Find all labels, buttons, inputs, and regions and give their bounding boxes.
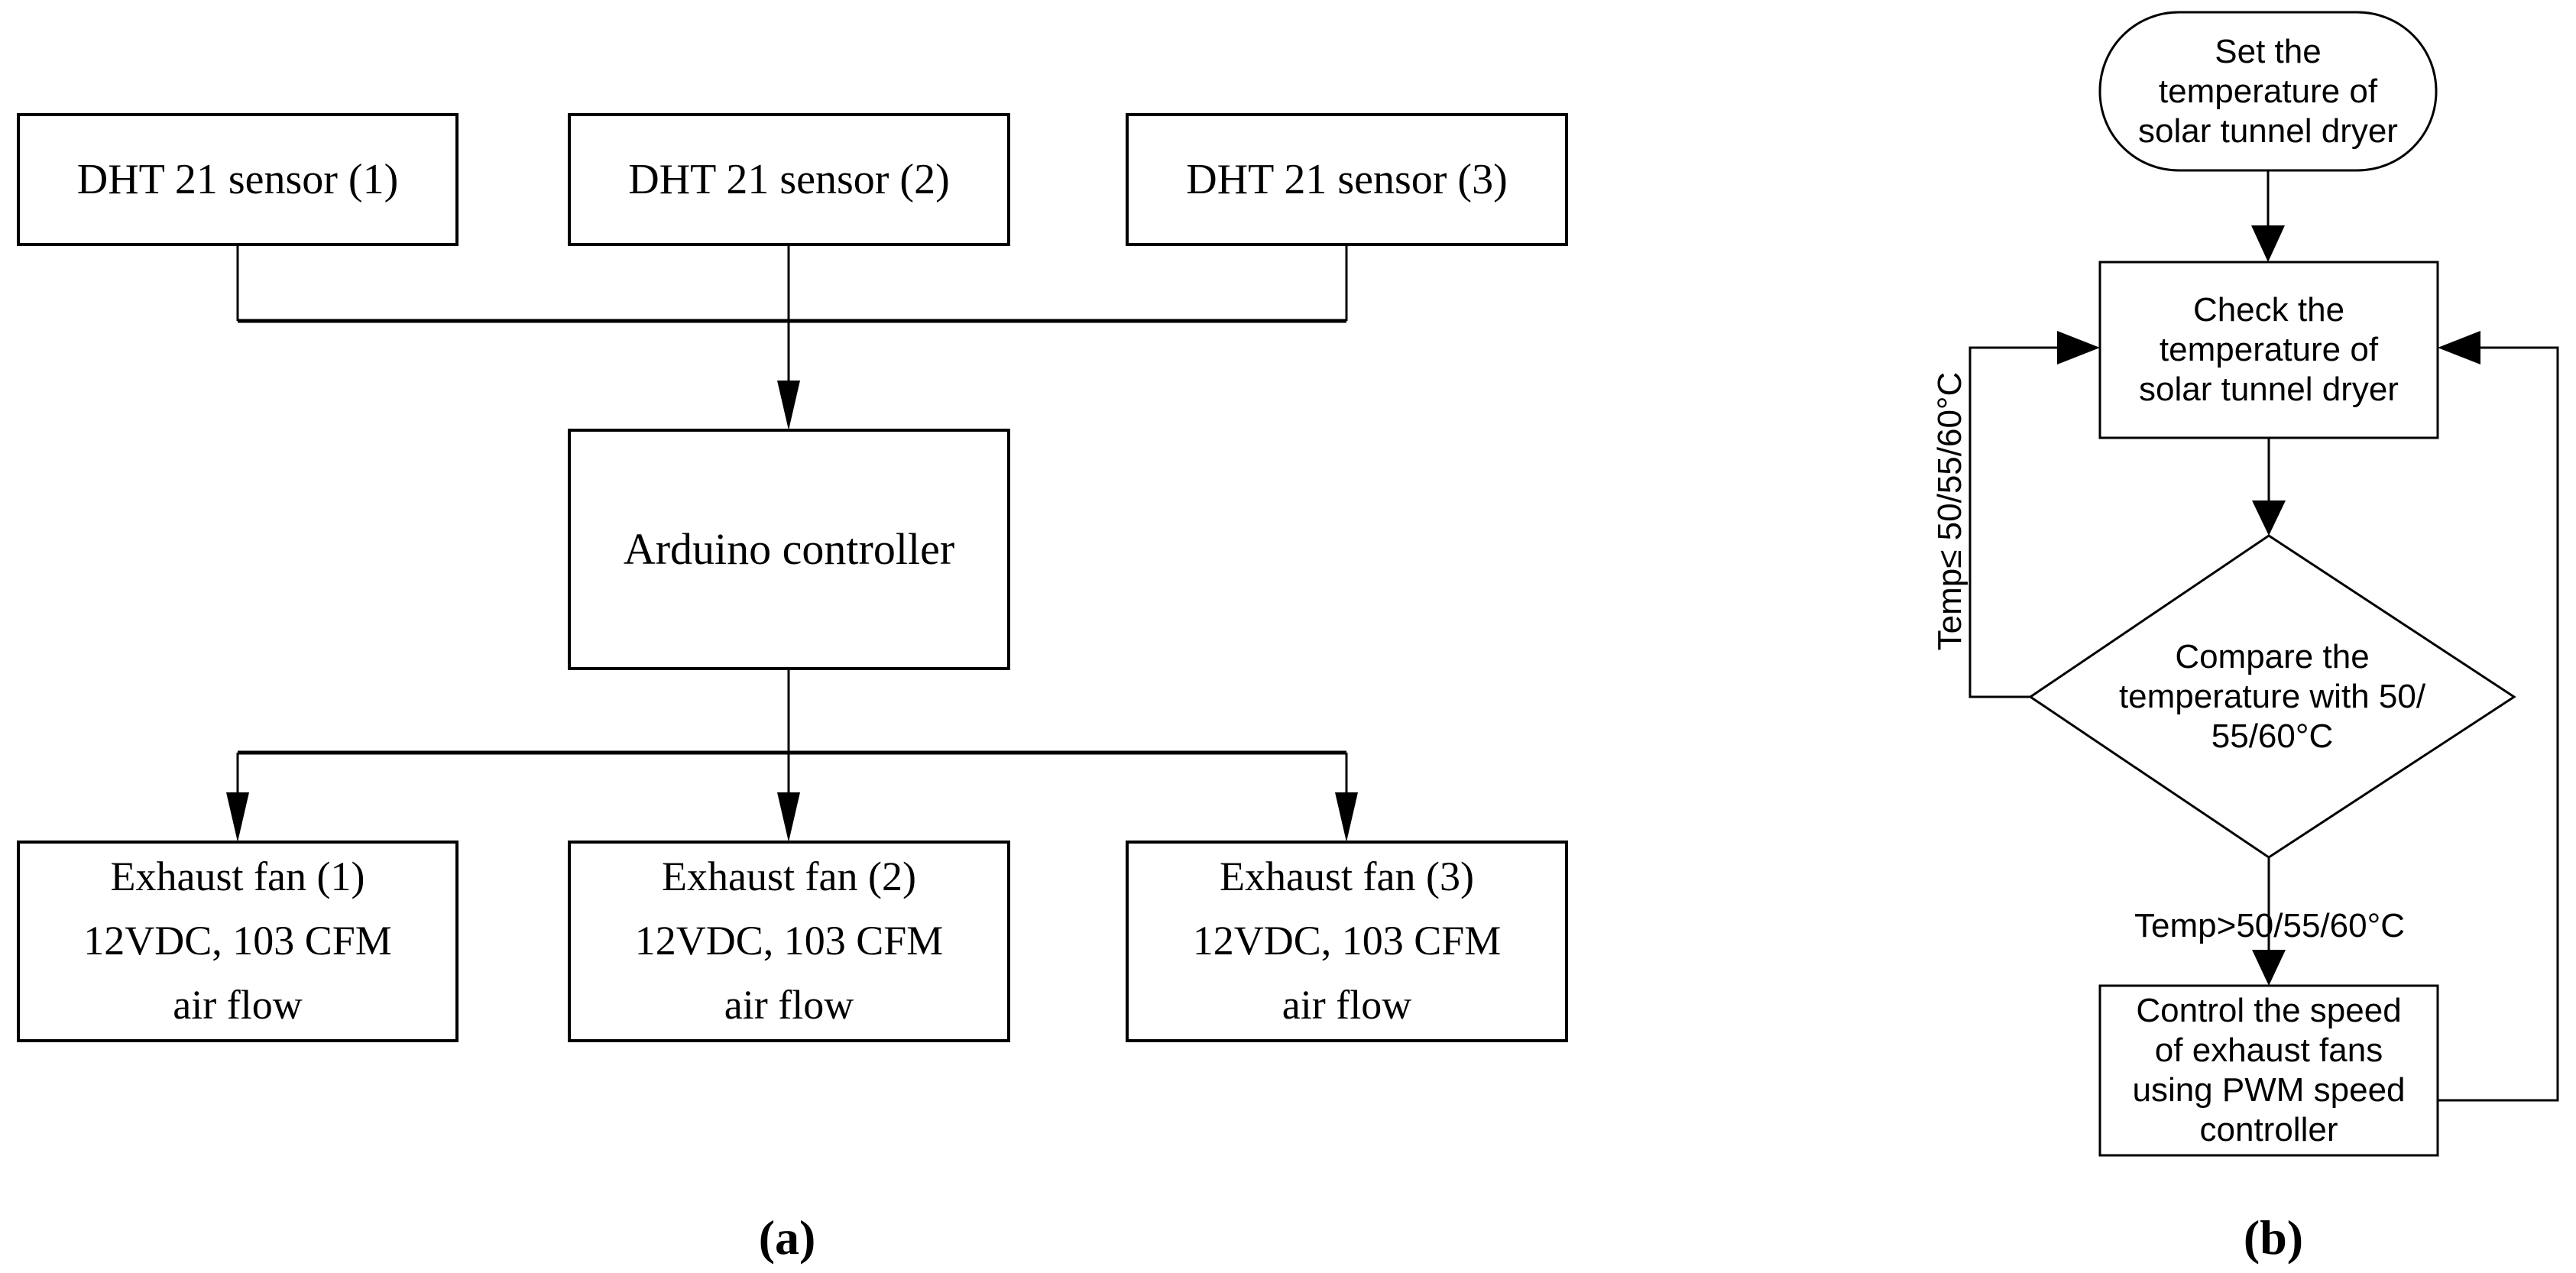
fan1-box [17, 841, 458, 1042]
fan2-box [568, 841, 1010, 1042]
decision-diamond [2028, 534, 2516, 859]
start-terminal-shape [2098, 11, 2438, 172]
sensor2-label: DHT 21 sensor (2) [628, 156, 950, 203]
control-process-box [2098, 984, 2439, 1157]
arrowhead-to-controller-icon [777, 381, 800, 430]
arrowhead-to-fan1-icon [226, 792, 249, 842]
check-process-label: Check the temperature of solar tunnel dr… [2139, 291, 2399, 408]
panel-a-label: (a) [758, 1210, 816, 1265]
controller-label: Arduino controller [623, 523, 955, 574]
fan3-box [1126, 841, 1568, 1042]
decision-label: Compare the temperature with 50/ 55/60°C [2118, 637, 2426, 755]
panel-b-label: (b) [2243, 1210, 2304, 1265]
sensor3-box [1126, 113, 1568, 246]
arrowhead-to-fan2-icon [777, 792, 800, 842]
sensor3-label: DHT 21 sensor (3) [1186, 156, 1508, 203]
fan2-label: Exhaust fan (2) 12VDC, 103 CFM air flow [634, 854, 944, 1028]
start-terminal-label: Set the temperature of solar tunnel drye… [2138, 32, 2398, 150]
controller-box [568, 429, 1010, 670]
arrowhead-to-decision-icon [2252, 500, 2286, 536]
sensor1-label: DHT 21 sensor (1) [76, 156, 399, 203]
control-process-label: Control the speed of exhaust fans using … [2132, 992, 2406, 1148]
arrowhead-loop-right-icon [2438, 331, 2480, 364]
sensor2-box [568, 113, 1010, 246]
arrowhead-loop-left-icon [2057, 331, 2100, 364]
exceed-condition-label: Temp>50/55/60°C [2134, 907, 2405, 944]
loop-feedback-polyline [2438, 346, 2559, 1102]
sensor1-box [17, 113, 458, 246]
arrowhead-to-control-icon [2252, 950, 2286, 986]
loop-condition-label: Temp≤ 50/55/60°C [1931, 371, 1968, 651]
loop-no-polyline [1968, 346, 2059, 698]
arrowhead-to-fan3-icon [1335, 792, 1358, 842]
arrowhead-to-check-icon [2251, 225, 2285, 262]
fan1-label: Exhaust fan (1) 12VDC, 103 CFM air flow [83, 854, 392, 1028]
fan3-label: Exhaust fan (3) 12VDC, 103 CFM air flow [1192, 854, 1502, 1028]
check-process-box [2098, 261, 2439, 439]
